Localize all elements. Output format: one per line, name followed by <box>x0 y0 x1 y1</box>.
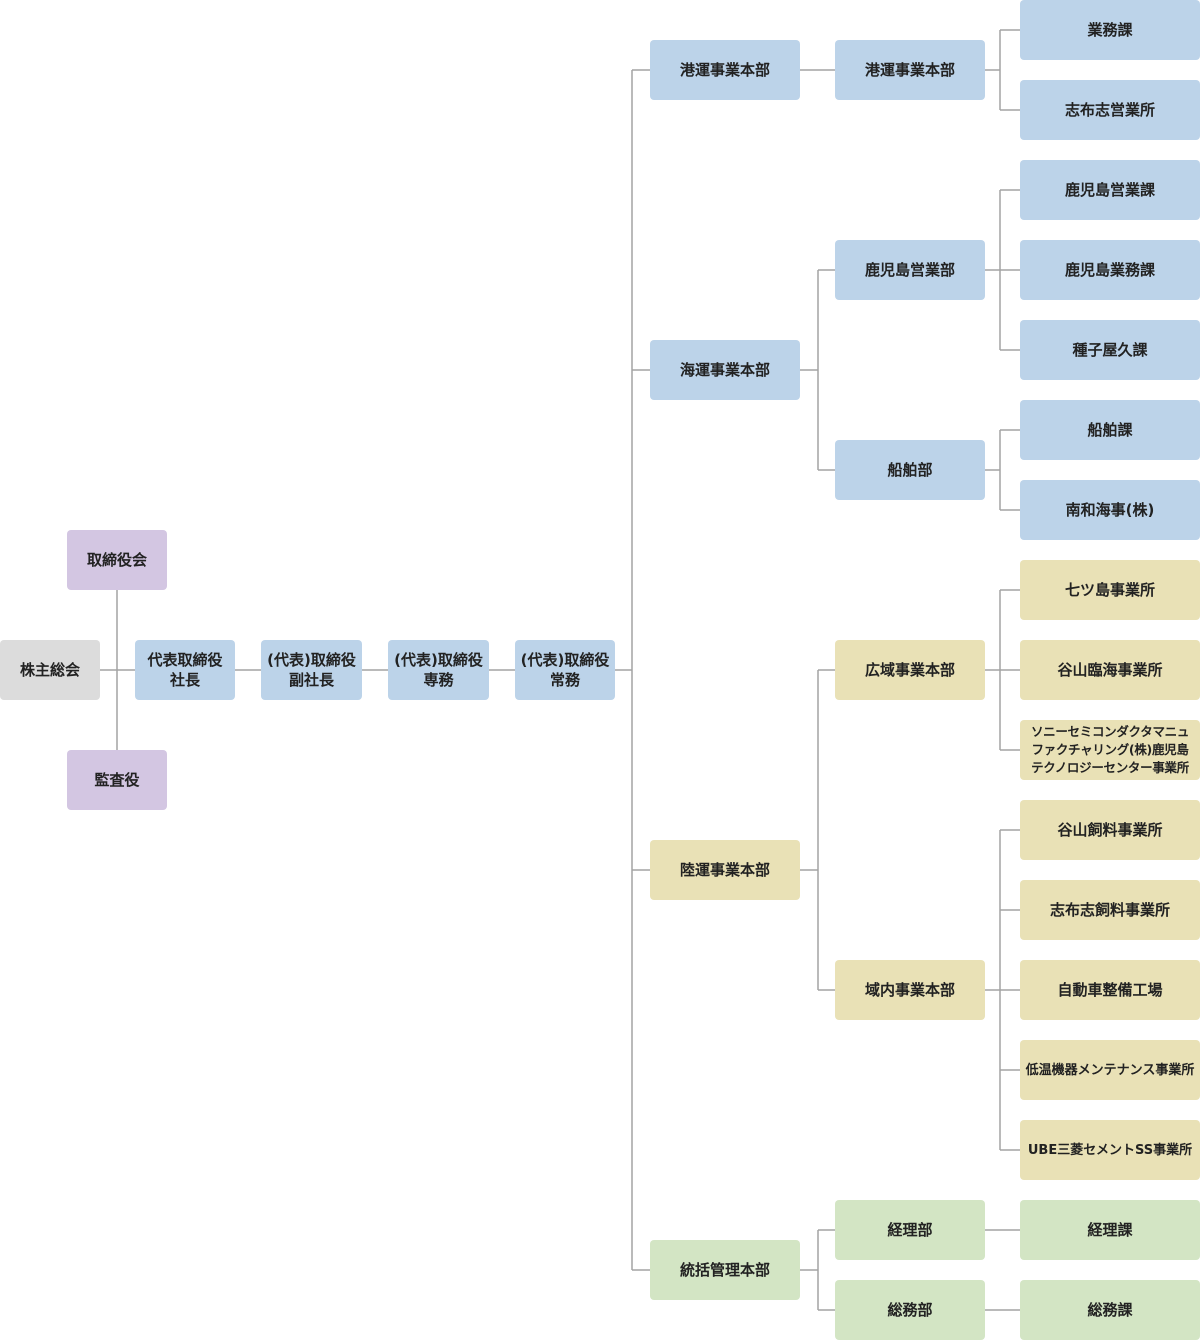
section-kagoshima-business-box: 鹿児島業務課 <box>1020 240 1200 300</box>
board-of-directors-box: 取締役会 <box>67 530 167 590</box>
section-general-affairs-box: 総務課 <box>1020 1280 1200 1340</box>
section-business-box: 業務課 <box>1020 0 1200 60</box>
division-marine-box: 海運事業本部 <box>650 340 800 400</box>
dept-port-box: 港運事業本部 <box>835 40 985 100</box>
division-port-box: 港運事業本部 <box>650 40 800 100</box>
section-ube-box: UBE三菱セメントSS事業所 <box>1020 1120 1200 1180</box>
dept-kagoshima-sales-box: 鹿児島営業部 <box>835 240 985 300</box>
section-cryogenic-box: 低温機器メンテナンス事業所 <box>1020 1040 1200 1100</box>
section-taniyama-feed-box: 谷山飼料事業所 <box>1020 800 1200 860</box>
section-nanatsujima-box: 七ツ島事業所 <box>1020 560 1200 620</box>
section-accounting-box: 経理課 <box>1020 1200 1200 1260</box>
section-taniyama-rinkai-box: 谷山臨海事業所 <box>1020 640 1200 700</box>
section-sony-box: ソニーセミコンダクタマニュ ファクチャリング(株)鹿児島 テクノロジーセンター事… <box>1020 720 1200 780</box>
division-admin-box: 統括管理本部 <box>650 1240 800 1300</box>
dept-accounting-box: 経理部 <box>835 1200 985 1260</box>
section-shibushi-feed-box: 志布志飼料事業所 <box>1020 880 1200 940</box>
president-box: 代表取締役 社長 <box>135 640 235 700</box>
auditor-box: 監査役 <box>67 750 167 810</box>
dept-general-affairs-box: 総務部 <box>835 1280 985 1340</box>
section-nanwa-kaiji-box: 南和海事(株) <box>1020 480 1200 540</box>
dept-wide-area-box: 広域事業本部 <box>835 640 985 700</box>
vice-president-box: (代表)取締役 副社長 <box>261 640 362 700</box>
section-auto-maintenance-box: 自動車整備工場 <box>1020 960 1200 1020</box>
managing-director-box: (代表)取締役 常務 <box>515 640 615 700</box>
section-shibushi-office-box: 志布志営業所 <box>1020 80 1200 140</box>
dept-ship-box: 船舶部 <box>835 440 985 500</box>
section-kagoshima-sales-box: 鹿児島営業課 <box>1020 160 1200 220</box>
section-tanegashima-yakushima-box: 種子屋久課 <box>1020 320 1200 380</box>
section-ship-box: 船舶課 <box>1020 400 1200 460</box>
shareholders-meeting-box: 株主総会 <box>0 640 100 700</box>
dept-regional-box: 域内事業本部 <box>835 960 985 1020</box>
senior-managing-director-box: (代表)取締役 専務 <box>388 640 489 700</box>
division-land-box: 陸運事業本部 <box>650 840 800 900</box>
